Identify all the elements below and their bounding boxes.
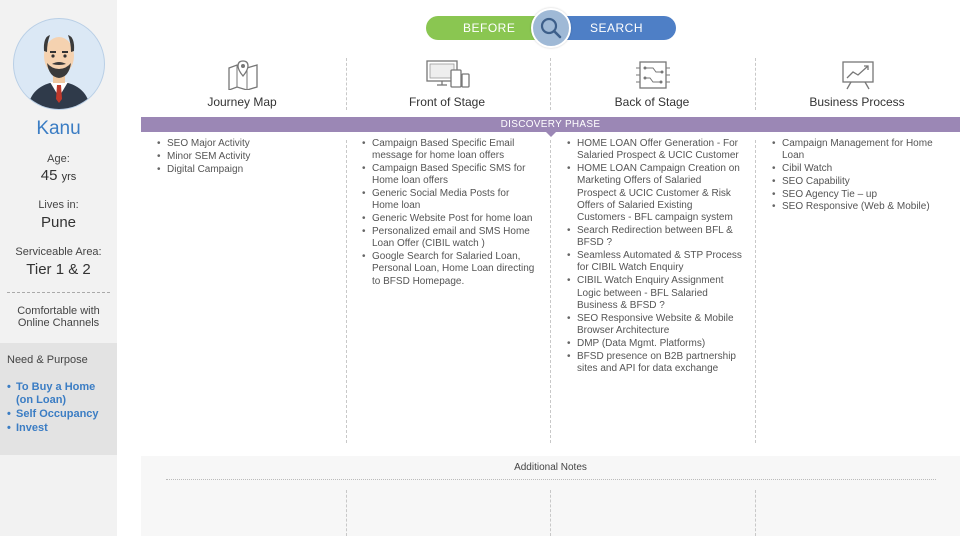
list-item: Campaign Management for Home Loan xyxy=(771,138,947,163)
lives-label: Lives in: xyxy=(38,199,79,211)
before-label: BEFORE xyxy=(463,21,516,35)
chart-board-icon xyxy=(841,60,875,90)
age-label: Age: xyxy=(47,153,70,165)
list-item: Digital Campaign xyxy=(156,164,334,177)
list-item: BFSD presence on B2B partnership sites a… xyxy=(566,351,742,376)
phase-marker xyxy=(546,132,556,137)
area-label: Serviceable Area: xyxy=(15,246,102,258)
search-label: SEARCH xyxy=(590,21,644,35)
column-divider xyxy=(550,140,551,443)
column-divider xyxy=(346,58,347,110)
need-item: To Buy a Home (on Loan) xyxy=(7,381,111,407)
circuit-icon xyxy=(636,60,670,90)
column-divider xyxy=(755,140,756,443)
search-icon[interactable] xyxy=(531,8,571,48)
comfort-text: Comfortable with Online Channels xyxy=(17,305,100,329)
need-purpose-box: Need & Purpose To Buy a Home (on Loan) S… xyxy=(0,343,117,455)
list-item: SEO Capability xyxy=(771,176,947,189)
list-item: Search Redirection between BFL & BFSD ? xyxy=(566,225,742,250)
front-of-stage-list: Campaign Based Specific Email message fo… xyxy=(361,138,537,289)
age-number: 45 xyxy=(40,167,58,184)
discovery-phase-bar: DISCOVERY PHASE xyxy=(141,117,960,132)
before-segment[interactable]: BEFORE xyxy=(426,16,551,40)
list-item: HOME LOAN Campaign Creation on Marketing… xyxy=(566,163,742,224)
list-item: SEO Major Activity xyxy=(156,138,334,151)
list-item: Seamless Automated & STP Process for CIB… xyxy=(566,250,742,275)
devices-icon xyxy=(425,60,470,90)
back-of-stage-list: HOME LOAN Offer Generation - For Salarie… xyxy=(566,138,742,376)
list-item: Campaign Based Specific Email message fo… xyxy=(361,138,537,163)
column-header-back-of-stage: Back of Stage xyxy=(614,95,690,109)
age-value: 45 yrs xyxy=(0,167,117,184)
column-divider xyxy=(755,490,756,536)
persona-name: Kanu xyxy=(36,118,81,139)
list-item: Generic Social Media Posts for Home loan xyxy=(361,188,537,213)
business-process-list: Campaign Management for Home Loan Cibil … xyxy=(771,138,947,214)
list-item: SEO Agency Tie – up xyxy=(771,189,947,202)
need-item: Self Occupancy xyxy=(7,408,111,421)
area-value: Tier 1 & 2 xyxy=(26,261,91,278)
need-title: Need & Purpose xyxy=(7,354,88,366)
column-header-business-process: Business Process xyxy=(809,95,905,109)
age-unit: yrs xyxy=(61,171,77,183)
before-search-toggle[interactable]: BEFORE SEARCH xyxy=(426,8,676,48)
column-divider xyxy=(346,140,347,443)
list-item: CIBIL Watch Enquiry Assignment Logic bet… xyxy=(566,275,742,312)
need-list: To Buy a Home (on Loan) Self Occupancy I… xyxy=(7,381,111,436)
list-item: Minor SEM Activity xyxy=(156,151,334,164)
list-item: Google Search for Salaried Loan, Persona… xyxy=(361,251,537,288)
persona-avatar xyxy=(13,18,105,110)
need-item: Invest xyxy=(7,422,111,435)
column-header-front-of-stage: Front of Stage xyxy=(408,95,486,109)
phase-label: DISCOVERY PHASE xyxy=(500,119,601,130)
map-icon xyxy=(226,60,260,91)
column-divider xyxy=(550,490,551,536)
list-item: Generic Website Post for home loan xyxy=(361,213,537,226)
notes-divider xyxy=(166,479,936,480)
column-divider xyxy=(755,58,756,110)
persona-sidebar: Kanu Age: 45 yrs Lives in: Pune Servicea… xyxy=(0,0,117,536)
column-divider xyxy=(550,58,551,110)
column-divider xyxy=(346,490,347,536)
list-item: SEO Responsive (Web & Mobile) xyxy=(771,201,947,214)
list-item: DMP (Data Mgmt. Platforms) xyxy=(566,338,742,351)
list-item: Personalized email and SMS Home Loan Off… xyxy=(361,226,537,251)
list-item: SEO Responsive Website & Mobile Browser … xyxy=(566,313,742,338)
list-item: HOME LOAN Offer Generation - For Salarie… xyxy=(566,138,742,163)
lives-value: Pune xyxy=(40,214,77,231)
list-item: Campaign Based Specific SMS for Home loa… xyxy=(361,163,537,188)
search-segment[interactable]: SEARCH xyxy=(551,16,676,40)
list-item: Cibil Watch xyxy=(771,163,947,176)
sidebar-divider xyxy=(7,292,110,293)
additional-notes-box: Additional Notes xyxy=(141,456,960,536)
column-header-journey-map: Journey Map xyxy=(207,95,277,109)
notes-title: Additional Notes xyxy=(514,462,587,473)
journey-map-list: SEO Major Activity Minor SEM Activity Di… xyxy=(156,138,334,176)
